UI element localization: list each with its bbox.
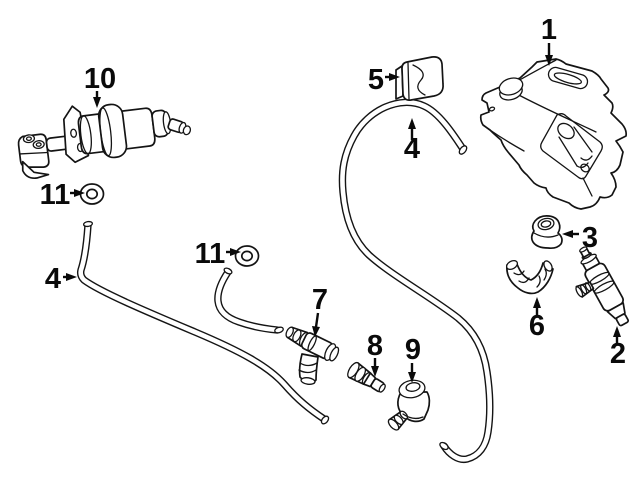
grommet-icon bbox=[530, 215, 563, 250]
callout-8: 8 bbox=[367, 330, 383, 377]
arrow-down-icon bbox=[545, 55, 553, 66]
arrow-down-icon bbox=[408, 372, 416, 383]
callout-6-label: 6 bbox=[529, 310, 545, 342]
callout-5: 5 bbox=[368, 64, 400, 96]
arrow-left-icon bbox=[562, 230, 573, 238]
arrow-up-icon bbox=[408, 118, 416, 129]
callout-3: 3 bbox=[562, 222, 598, 254]
callout-11-center: 11 bbox=[195, 238, 241, 270]
reservoir-handle-slot-icon bbox=[547, 66, 589, 90]
callout-11-left-label: 11 bbox=[40, 179, 71, 211]
callout-2-label: 2 bbox=[610, 338, 626, 370]
arrow-right-icon bbox=[230, 248, 241, 256]
elbow-hose-icon bbox=[505, 259, 554, 295]
callout-11-left: 11 bbox=[40, 179, 85, 211]
callout-1-label: 1 bbox=[541, 14, 557, 46]
o-ring-center-icon bbox=[234, 245, 260, 267]
callout-4-center: 4 bbox=[404, 118, 420, 165]
straight-connector-icon bbox=[347, 361, 386, 393]
callout-4-center-label: 4 bbox=[404, 133, 420, 165]
washer-pump-icon bbox=[575, 246, 630, 327]
callout-2: 2 bbox=[610, 326, 626, 370]
callout-7-label: 7 bbox=[312, 284, 328, 316]
callout-10: 10 bbox=[84, 63, 116, 108]
t-connector-icon bbox=[285, 326, 340, 385]
callout-7: 7 bbox=[312, 284, 328, 337]
reservoir-pump-recess-icon bbox=[540, 113, 603, 180]
o-ring-left-icon bbox=[79, 183, 105, 205]
callout-4-left: 4 bbox=[45, 263, 77, 295]
clip-icon bbox=[395, 56, 444, 101]
arrow-down-icon bbox=[371, 366, 379, 377]
hose-left-icon bbox=[76, 220, 330, 425]
arrow-down-icon bbox=[312, 326, 320, 337]
arrow-right-icon bbox=[74, 189, 85, 197]
callout-9-label: 9 bbox=[405, 334, 421, 366]
washer-reservoir-icon bbox=[479, 58, 628, 210]
callout-4-left-label: 4 bbox=[45, 263, 61, 295]
callout-9: 9 bbox=[405, 334, 421, 383]
elbow-joint-icon bbox=[387, 379, 431, 431]
callout-6: 6 bbox=[529, 297, 545, 342]
callout-8-label: 8 bbox=[367, 330, 383, 362]
arrow-right-icon bbox=[389, 73, 400, 81]
headlamp-washer-cylinder-icon bbox=[17, 103, 192, 180]
arrow-right-icon bbox=[66, 273, 77, 281]
arrow-up-icon bbox=[613, 326, 621, 337]
callout-11-center-label: 11 bbox=[195, 238, 226, 270]
callout-1: 1 bbox=[541, 14, 557, 66]
callouts: 1 10 11 5 4 4 11 bbox=[40, 14, 626, 383]
callout-10-label: 10 bbox=[84, 63, 116, 95]
hose-short-icon bbox=[214, 267, 284, 334]
hose-center-icon bbox=[338, 98, 494, 464]
arrow-up-icon bbox=[533, 297, 541, 308]
pump-side-port-icon bbox=[575, 281, 595, 298]
callout-5-label: 5 bbox=[368, 64, 384, 96]
arrow-down-icon bbox=[93, 97, 101, 108]
callout-3-label: 3 bbox=[582, 222, 598, 254]
